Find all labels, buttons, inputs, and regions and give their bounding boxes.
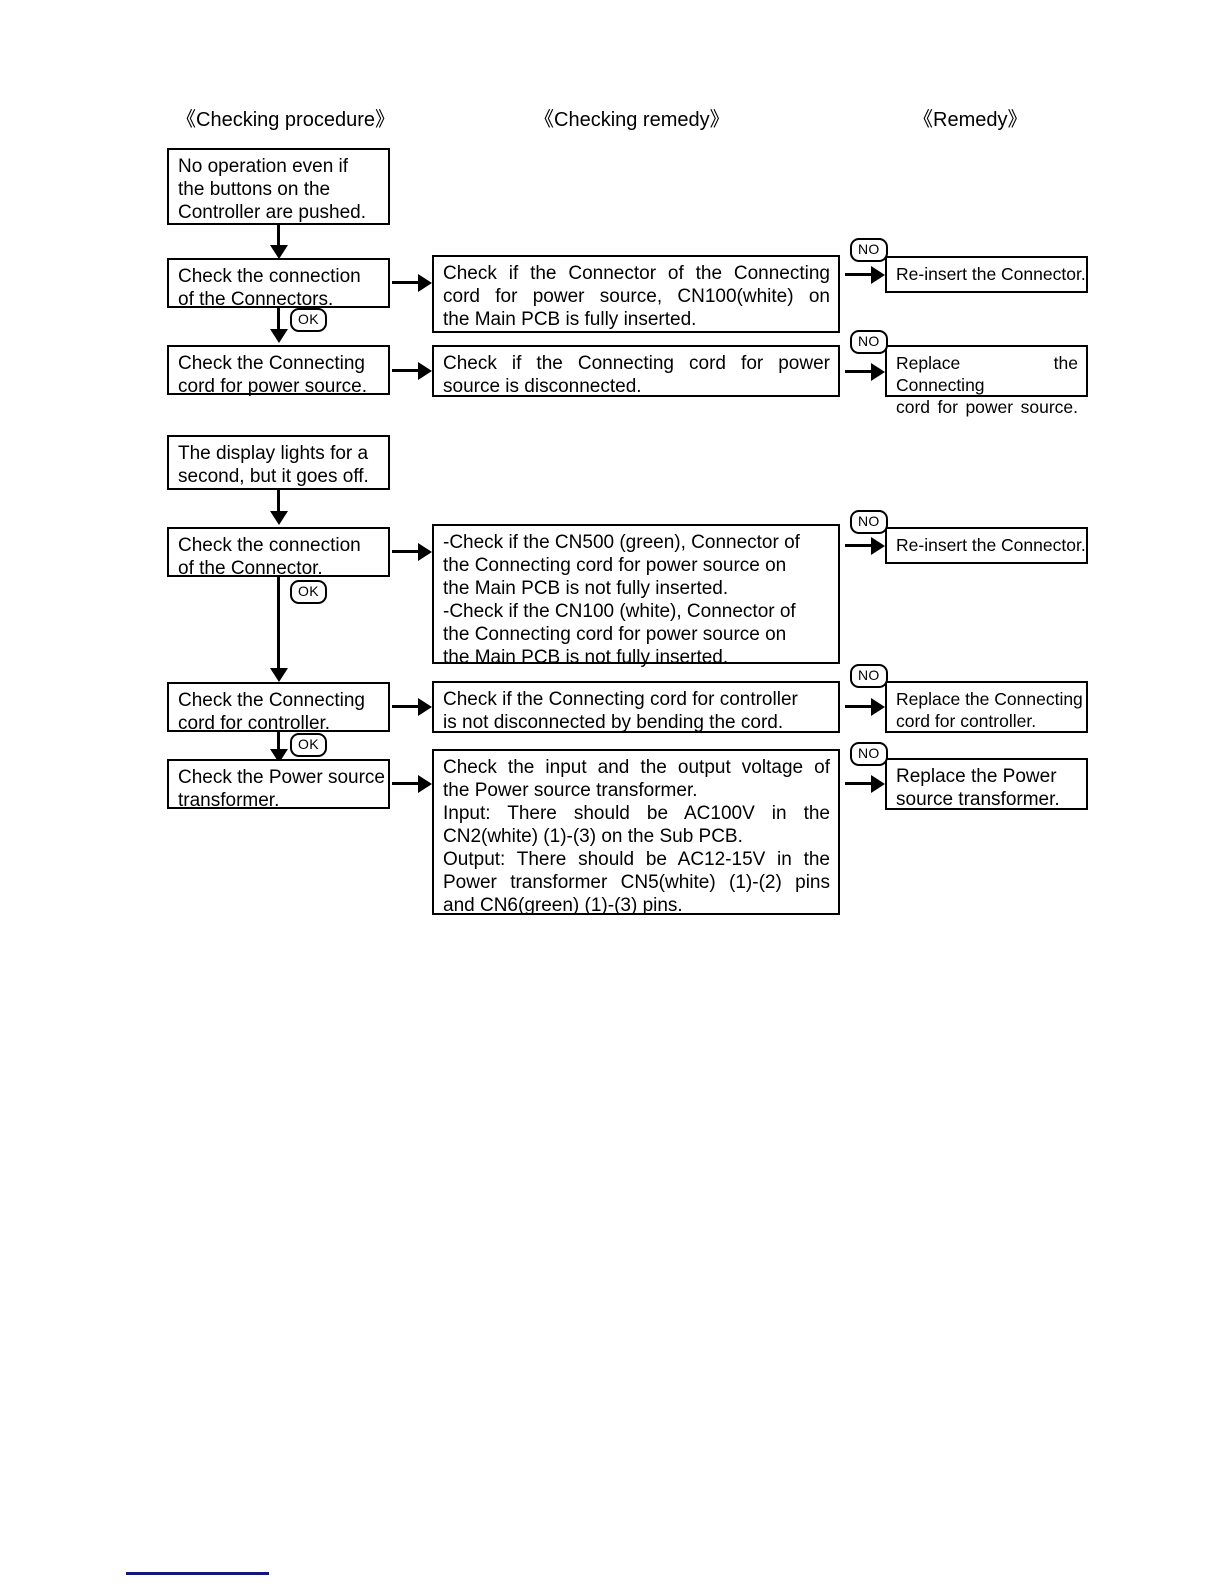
badge-no-s2-r1: NO [850, 510, 888, 534]
symptom-line: No operation even if [178, 156, 349, 177]
checking-remedy-line: CN2(white) (1)-(3) on the Sub PCB. [443, 826, 743, 847]
remedy-line: Re-insert the Connector. [896, 264, 1086, 284]
arrow-right-no-s2-r1 [845, 544, 872, 547]
badge-no-s2-r3: NO [850, 742, 888, 766]
badge-ok-s2-r1: OK [290, 580, 327, 604]
checking-remedy-line: Input: There should be AC100V in the [443, 803, 830, 824]
checking-remedy-line: Output: There should be AC12-15V in the [443, 849, 830, 870]
remedy-box-s2-r3: Replace the Power source transformer. [885, 758, 1088, 810]
badge-ok-s2-r2: OK [290, 733, 327, 757]
checking-remedy-line: cord for power source, CN100(white) on [443, 286, 830, 307]
checking-remedy-line: Check if the Connecting cord for control… [443, 689, 798, 710]
procedure-line: Check the Power source [178, 767, 385, 788]
arrow-down-symptom1-to-step1 [277, 225, 280, 246]
arrow-down-symptom2-to-step1 [277, 490, 280, 512]
arrow-down-s2-r1-to-r2 [277, 577, 280, 669]
procedure-line: cord for controller. [178, 713, 331, 734]
procedure-line: Check the Connecting [178, 690, 365, 711]
arrow-down-s1-r1-to-r2 [277, 308, 280, 330]
remedy-line: Replace the Connecting [896, 689, 1083, 709]
remedy-box-s1-r1: Re-insert the Connector. [885, 256, 1088, 293]
checking-remedy-bullet: -Check if the CN500 (green), Connector o… [443, 531, 830, 600]
remedy-line: cord for power source. [896, 397, 1078, 417]
checking-remedy-box-s2-r1: -Check if the CN500 (green), Connector o… [432, 524, 840, 668]
arrow-right-s2-r1 [392, 550, 419, 553]
procedure-line: cord for power source. [178, 376, 368, 397]
checking-remedy-line: Check the input and the output voltage o… [443, 757, 830, 778]
arrow-down-s2-r2-to-r3 [277, 732, 280, 750]
checking-remedy-line: the Power source transformer. [443, 780, 698, 801]
checking-remedy-line: the Main PCB is fully inserted. [443, 309, 697, 330]
remedy-box-s2-r2: Replace the Connecting cord for controll… [885, 681, 1088, 733]
checking-remedy-line: Check if the Connecting cord for power [443, 353, 830, 374]
checking-remedy-line: the Connecting cord for power source on [443, 624, 787, 645]
symptom-line: the buttons on the [178, 179, 331, 200]
column-header-remedy: 《Remedy》 [913, 109, 1028, 131]
remedy-line: cord for controller. [896, 711, 1037, 731]
checking-remedy-box-s2-r3: Check the input and the output voltage o… [432, 749, 840, 916]
procedure-box-s1-r1: Check the connection of the Connectors. [167, 258, 390, 310]
checking-remedy-line: Power transformer CN5(white) (1)-(2) pin… [443, 872, 830, 893]
procedure-line: of the Connector. [178, 558, 323, 579]
column-header-checking-procedure: 《Checking procedure》 [176, 109, 395, 131]
arrow-right-s1-r1 [392, 281, 419, 284]
checking-remedy-line: -Check if the CN500 (green), Connector o… [443, 532, 800, 553]
checking-remedy-bullet: -Check if the CN100 (white), Connector o… [443, 600, 830, 669]
symptom-line: The display lights for a [178, 443, 369, 464]
arrow-right-no-s1-r2 [845, 370, 872, 373]
arrow-right-s2-r2 [392, 705, 419, 708]
procedure-line: transformer. [178, 790, 280, 811]
remedy-line: Replace the Power [896, 766, 1057, 787]
checking-remedy-box-s1-r2: Check if the Connecting cord for power s… [432, 345, 840, 397]
procedure-line: Check the connection [178, 266, 361, 287]
checking-remedy-box-s1-r1: Check if the Connector of the Connecting… [432, 255, 840, 333]
checking-remedy-line: Check if the Connector of the Connecting [443, 263, 830, 284]
remedy-line: Re-insert the Connector. [896, 535, 1086, 555]
checking-remedy-line: the Main PCB is not fully inserted. [443, 647, 729, 668]
badge-no-s2-r2: NO [850, 664, 888, 688]
procedure-box-s1-r2: Check the Connecting cord for power sour… [167, 345, 390, 397]
badge-ok-s1-r1: OK [290, 308, 327, 332]
checking-remedy-box-s2-r2: Check if the Connecting cord for control… [432, 681, 840, 733]
checking-remedy-line: is not disconnected by bending the cord. [443, 712, 784, 733]
checking-remedy-line: the Main PCB is not fully inserted. [443, 578, 729, 599]
arrow-right-s1-r2 [392, 369, 419, 372]
checking-remedy-line: the Connecting cord for power source on [443, 555, 787, 576]
symptom-line: Controller are pushed. [178, 202, 366, 223]
arrow-right-no-s2-r3 [845, 782, 872, 785]
symptom-box-section-1: No operation even if the buttons on the … [167, 148, 390, 225]
footer-divider-rule [126, 1572, 269, 1575]
checking-remedy-line: and CN6(green) (1)-(3) pins. [443, 895, 683, 916]
arrow-right-no-s2-r2 [845, 705, 872, 708]
badge-no-s1-r2: NO [850, 330, 888, 354]
procedure-box-s2-r2: Check the Connecting cord for controller… [167, 682, 390, 734]
procedure-box-s2-r3: Check the Power source transformer. [167, 759, 390, 811]
arrow-right-s2-r3 [392, 782, 419, 785]
procedure-box-s2-r1: Check the connection of the Connector. [167, 527, 390, 579]
symptom-box-section-2: The display lights for a second, but it … [167, 435, 390, 490]
checking-remedy-line: -Check if the CN100 (white), Connector o… [443, 601, 796, 622]
remedy-line: source transformer. [896, 789, 1060, 810]
procedure-line: Check the connection [178, 535, 361, 556]
checking-remedy-line: source is disconnected. [443, 376, 642, 397]
remedy-line: Replace the Connecting [896, 353, 1078, 395]
procedure-line: of the Connectors. [178, 289, 334, 310]
badge-no-s1-r1: NO [850, 238, 888, 262]
column-header-checking-remedy: 《Checking remedy》 [534, 109, 730, 131]
symptom-line: second, but it goes off. [178, 466, 369, 487]
arrow-right-no-s1-r1 [845, 273, 872, 276]
remedy-box-s2-r1: Re-insert the Connector. [885, 527, 1088, 564]
remedy-box-s1-r2: Replace the Connecting cord for power so… [885, 345, 1088, 417]
procedure-line: Check the Connecting [178, 353, 365, 374]
